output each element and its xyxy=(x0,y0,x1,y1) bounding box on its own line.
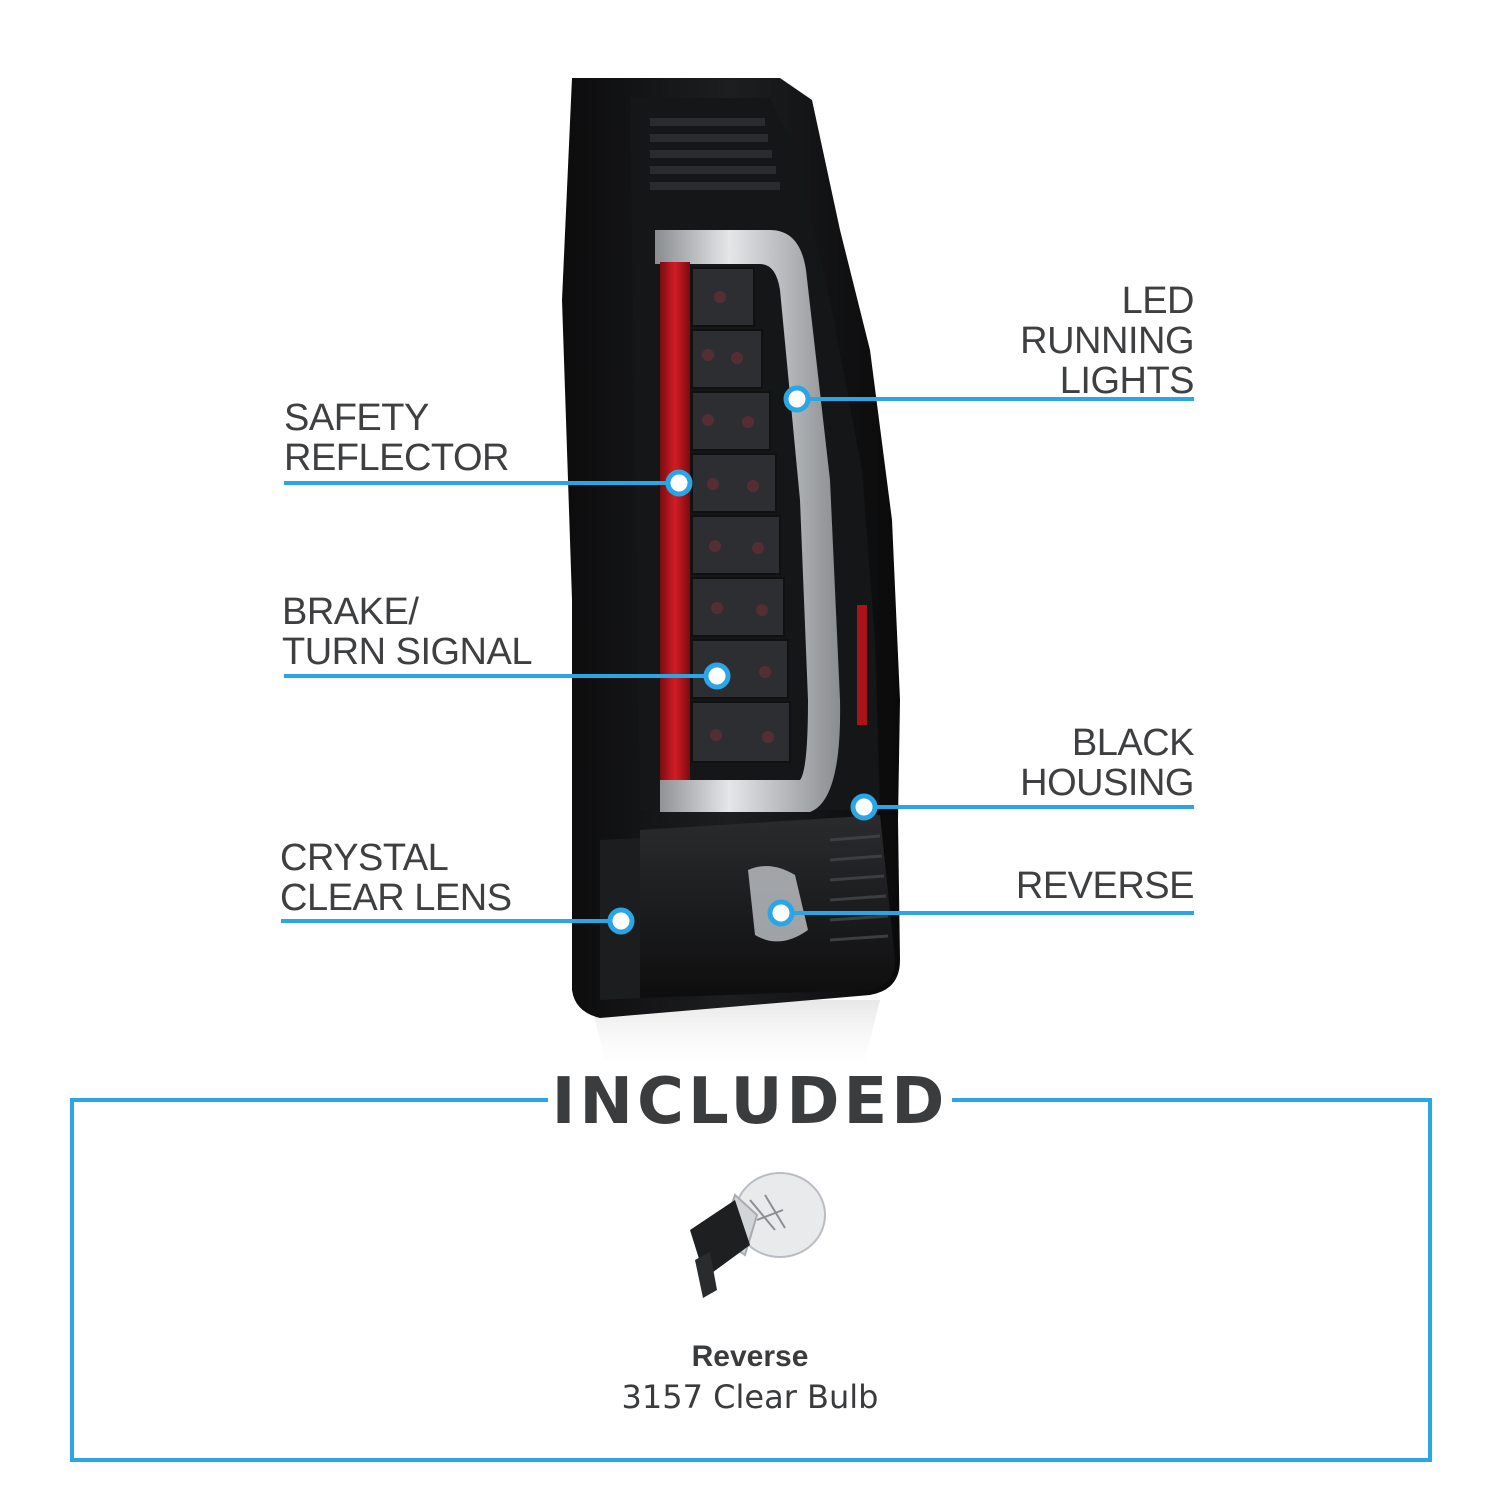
label-brake-turn-signal: BRAKE/ TURN SIGNAL xyxy=(282,591,532,673)
callout-dot-icon xyxy=(607,907,635,935)
callout-dot-icon xyxy=(665,469,693,497)
callout-dot-icon xyxy=(850,793,878,821)
bulb-icon xyxy=(690,1172,826,1298)
label-black-housing: BLACK HOUSING xyxy=(1020,722,1194,804)
label-reverse: REVERSE xyxy=(1015,865,1195,907)
bulb-name: Reverse xyxy=(691,1340,809,1373)
callout-dot-icon xyxy=(767,899,795,927)
included-title: INCLUDED xyxy=(548,1062,952,1142)
callout-dot-icon xyxy=(783,385,811,413)
label-crystal-clear-lens: CRYSTAL CLEAR LENS xyxy=(280,837,512,919)
callout-dot-icon xyxy=(703,662,731,690)
bulb-description: 3157 Clear Bulb xyxy=(621,1378,879,1416)
label-led-running-lights: LED RUNNING LIGHTS xyxy=(1020,280,1194,402)
label-safety-reflector: SAFETY REFLECTOR xyxy=(284,397,509,479)
